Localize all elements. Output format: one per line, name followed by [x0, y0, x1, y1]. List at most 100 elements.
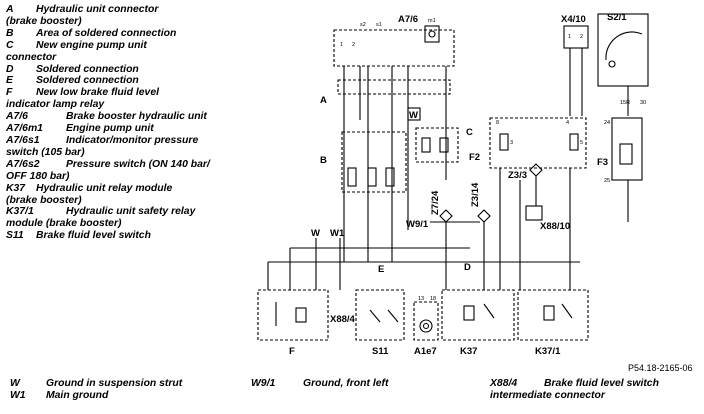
label-a7-6: A7/6	[398, 14, 418, 25]
a7-6-unit-box	[333, 29, 455, 67]
legend-code: A7/6	[6, 111, 28, 123]
label-4: 4	[566, 120, 569, 126]
legend-description: module (brake booster)	[6, 218, 122, 230]
legend-description: switch (105 bar)	[6, 146, 85, 158]
legend-description: Soldered connection	[36, 63, 139, 75]
reference-code: P54.18-2165-06	[628, 363, 693, 373]
legend-description: New low brake fluid level	[36, 87, 159, 99]
label-d: D	[464, 262, 471, 273]
label-k37-1: K37/1	[535, 346, 561, 357]
legend-row: OFF 180 bar)	[6, 171, 234, 183]
legend-row: A Hydraulic unit connector	[6, 4, 234, 16]
legend-row: switch (105 bar)	[6, 147, 234, 159]
label-x4-pin-1: 1	[568, 34, 571, 40]
label-pin-2: 2	[352, 42, 355, 48]
legend-description: Hydraulic unit relay module	[36, 182, 173, 194]
label-a: A	[320, 95, 327, 106]
legend-code: K37	[6, 182, 26, 194]
legend-description: Area of soldered connection	[36, 27, 177, 39]
label-24: 24	[604, 120, 610, 126]
label-s2-1: S2/1	[607, 12, 627, 23]
legend-description: Brake fluid level switch	[36, 230, 151, 242]
label-z3-3: Z3/3	[508, 170, 527, 181]
fuse-f3	[611, 117, 643, 181]
label-s1: s1	[376, 22, 382, 28]
label-13: 13	[418, 296, 424, 302]
legend-description: Indicator/monitor pressure	[66, 134, 199, 146]
label-pin-1: 1	[340, 42, 343, 48]
legend-row: module (brake booster)	[6, 218, 234, 230]
fuse-relay-f2	[489, 117, 587, 169]
label-f2: F2	[469, 152, 480, 163]
legend-row-x88-4-cont: intermediate connector	[490, 390, 605, 401]
label-w9-1: W9/1	[406, 219, 429, 230]
legend-description: (brake booster)	[6, 15, 82, 27]
label-c: C	[466, 127, 473, 138]
label-15r: 15R	[620, 100, 630, 106]
relay-module-k37-1-box	[517, 289, 589, 341]
switch-s11-box	[355, 289, 405, 341]
connector-x4-10	[563, 25, 589, 49]
legend-description: Brake booster hydraulic unit	[66, 111, 207, 123]
label-x88-4: X88/4	[330, 314, 356, 325]
label-b: B	[320, 155, 327, 166]
legend-description: (brake booster)	[6, 194, 82, 206]
legend-row: indicator lamp relay	[6, 99, 234, 111]
label-z7-24: Z7/24	[430, 190, 441, 215]
legend-description: Hydraulic unit safety relay	[66, 206, 196, 218]
legend-row: A7/6s1 Indicator/monitor pressure	[6, 135, 234, 147]
legend-code: A7/6s1	[6, 134, 40, 146]
legend-row: A7/6m1 Engine pump unit	[6, 123, 234, 135]
legend-row: (brake booster)	[6, 16, 234, 28]
ignition-switch-s2-1	[597, 13, 649, 87]
label-f: F	[289, 346, 295, 357]
label-k37: K37	[460, 346, 477, 357]
legend-row: (brake booster)	[6, 195, 234, 207]
label-z3-14: Z3/14	[470, 182, 481, 207]
label-m1: m1	[428, 18, 436, 24]
soldered-area-b-box	[341, 131, 407, 193]
label-e: E	[378, 264, 384, 275]
connector-c-box	[415, 127, 459, 163]
label-x88-10: X88/10	[540, 221, 570, 232]
legend-row: connector	[6, 52, 234, 64]
legend-code: A	[6, 4, 14, 15]
label-x4-10: X4/10	[561, 14, 586, 25]
relay-module-k37-box	[441, 289, 515, 341]
legend-code: F	[6, 87, 13, 99]
legend-code: B	[6, 27, 14, 39]
legend-description: Pressure switch (ON 140 bar/	[66, 158, 210, 170]
legend-row: A7/6 Brake booster hydraulic unit	[6, 111, 234, 123]
lamp-a1e7-box	[413, 301, 439, 341]
label-s11: S11	[372, 346, 389, 357]
legend-description: Soldered connection	[36, 75, 139, 87]
legend-description: Engine pump unit	[66, 123, 154, 135]
label-f3: F3	[597, 157, 608, 168]
label-25: 25	[604, 178, 610, 184]
legend-description: indicator lamp relay	[6, 99, 105, 111]
legend-row: B Area of soldered connection	[6, 28, 234, 40]
label-30: 30	[640, 100, 646, 106]
label-8: 8	[496, 120, 499, 126]
relay-f-box	[257, 289, 329, 341]
legend-row: K37 Hydraulic unit relay module	[6, 183, 234, 195]
label-a1e7: A1e7	[414, 346, 437, 357]
legend-code: A7/6m1	[6, 123, 43, 135]
legend-description: connector	[6, 51, 57, 63]
legend-description: New engine pump unit	[36, 39, 147, 51]
legend-description: Hydraulic unit connector	[36, 4, 159, 15]
legend-code: A7/6s2	[6, 158, 40, 170]
label-5: 5	[580, 140, 583, 146]
